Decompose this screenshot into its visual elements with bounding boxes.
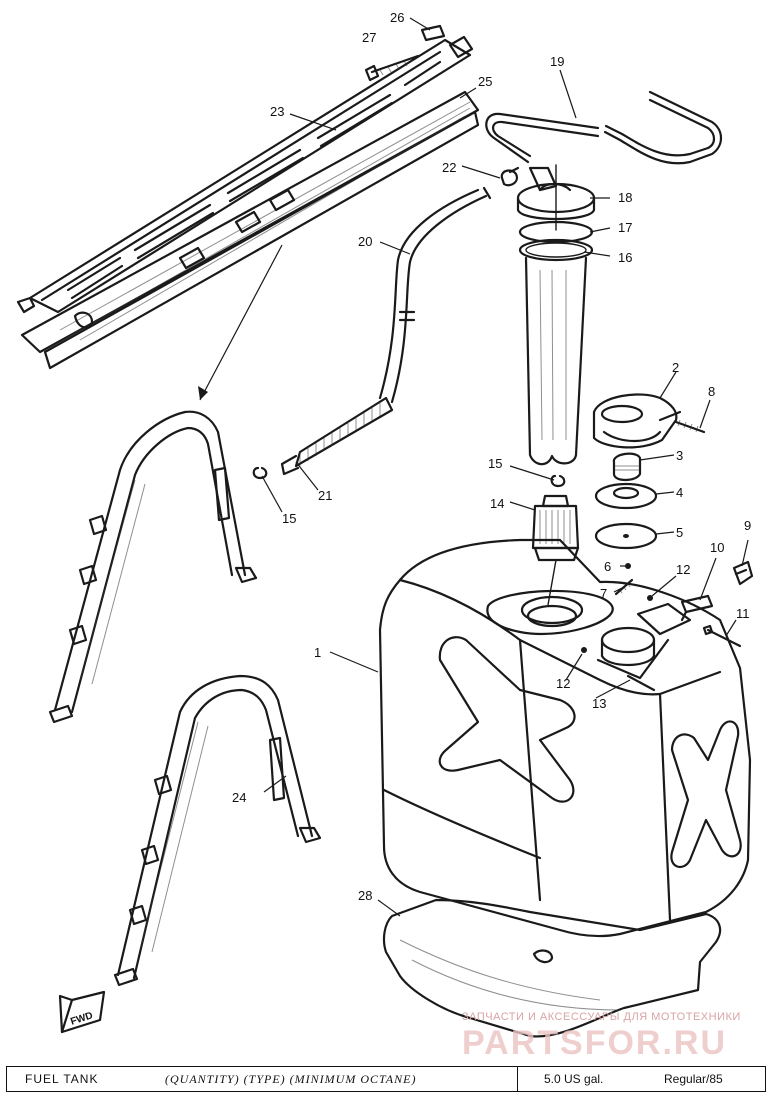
tank-band-lower [113,674,322,987]
callout-16: 16 [618,250,632,265]
callout-15-right: 15 [488,456,502,471]
callout-14: 14 [490,496,504,511]
callout-9: 9 [744,518,751,533]
washer-12-upper [647,595,653,601]
clip-15-right [550,474,566,488]
callout-8: 8 [708,384,715,399]
hose-clamp-22 [500,166,520,187]
leader-lines [261,17,749,917]
spec-footer: FUEL TANK (QUANTITY) (TYPE) (MINIMUM OCT… [6,1066,766,1092]
callout-17: 17 [618,220,632,235]
callout-10: 10 [710,540,724,555]
callout-25: 25 [478,74,492,89]
callout-4: 4 [676,485,683,500]
seat-rail-assembly [16,35,480,370]
callout-6: 6 [604,559,611,574]
callout-23: 23 [270,104,284,119]
callout-27: 27 [362,30,376,45]
cap-plate-4 [594,482,658,510]
footer-type-octane: Regular/85 [664,1072,723,1086]
callout-12-lower: 12 [556,676,570,691]
callout-28: 28 [358,888,372,903]
fuel-hose-20 [378,186,492,404]
callout-26: 26 [390,10,404,25]
callout-20: 20 [358,234,372,249]
fwd-arrow [58,990,106,1034]
breather-hose-19 [485,90,723,165]
cap-spring-3 [612,452,642,482]
callout-24: 24 [232,790,246,805]
tank-band-upper [48,410,258,724]
callout-5: 5 [676,525,683,540]
callout-11: 11 [736,606,750,621]
callout-7: 7 [600,586,607,601]
bolt-27 [364,54,420,82]
callout-21: 21 [318,488,332,503]
fuel-tube-16 [524,256,588,466]
nut-26 [420,24,446,42]
fuel-cap-2 [592,393,682,449]
callout-15-left: 15 [282,511,296,526]
pin-11 [702,624,742,648]
callout-22: 22 [442,160,456,175]
clip-15-left [252,466,268,480]
latch-9 [732,560,754,586]
screw-8 [674,419,706,434]
callout-18: 18 [618,190,632,205]
callout-2: 2 [672,360,679,375]
footer-quantity: 5.0 US gal. [544,1072,604,1086]
pin-13 [626,674,656,692]
watermark-logo: PARTSFOR.RU [462,1024,728,1062]
callout-numbers: 1 2 3 4 5 6 7 8 9 10 11 12 12 13 14 15 1… [69,10,751,1028]
o-ring-16 [518,238,594,262]
spring-guard-21 [280,396,394,476]
callout-13: 13 [592,696,606,711]
footer-spec-label: (QUANTITY) (TYPE) (MINIMUM OCTANE) [165,1067,518,1091]
fuel-tank-1 [378,538,752,938]
watermark-text: ЗАПЧАСТИ И АКСЕССУАРЫ ДЛЯ МОТОТЕХНИКИ [462,1011,741,1023]
footer-title: FUEL TANK [25,1072,99,1086]
tank-mat-28 [382,898,722,1038]
assembly-arrow [199,244,283,401]
fuel-filter-14 [531,494,580,562]
washer-12-lower [581,647,587,653]
callout-12-upper: 12 [676,562,690,577]
callout-1: 1 [314,645,321,660]
axis-filter [547,559,557,606]
callout-19: 19 [550,54,564,69]
cap-gasket-5 [594,522,658,550]
callout-3: 3 [676,448,683,463]
